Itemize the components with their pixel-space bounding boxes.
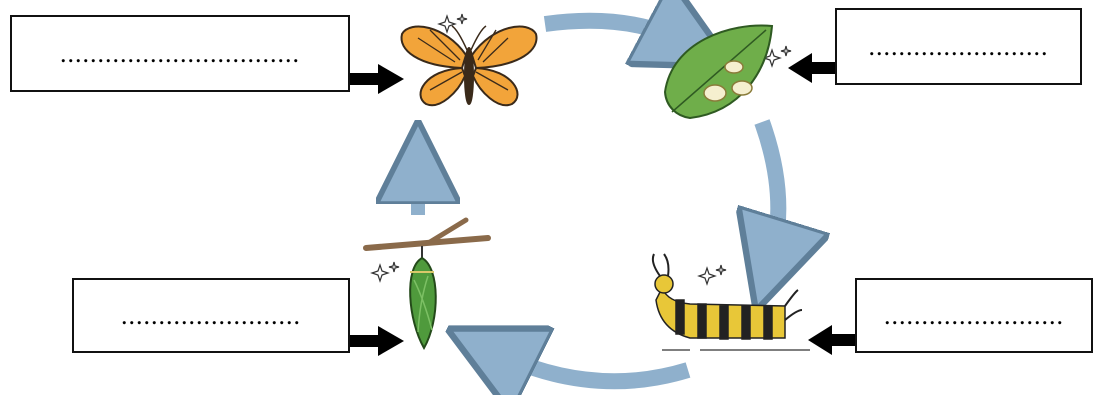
cycle-arrow-larva-to-pupa <box>490 350 688 381</box>
label-box-larva-text: ........................ <box>884 303 1064 329</box>
butterfly-icon <box>402 26 537 105</box>
pointer-arrow-pupa <box>350 326 404 356</box>
cycle-arrow-egg-to-larva <box>762 122 778 265</box>
label-box-larva[interactable]: ........................ <box>855 278 1093 353</box>
pointer-arrow-larva <box>808 325 858 355</box>
label-box-pupa[interactable]: ........................ <box>72 278 350 353</box>
label-box-egg-text: ........................ <box>869 34 1049 60</box>
pointer-arrow-adult <box>350 64 404 94</box>
cycle-arrow-adult-to-egg <box>545 21 690 44</box>
label-box-adult[interactable]: ................................ <box>10 15 350 92</box>
label-box-egg[interactable]: ........................ <box>835 8 1082 85</box>
pointer-arrow-egg <box>788 53 838 83</box>
chrysalis-icon <box>366 220 488 348</box>
label-box-pupa-text: ........................ <box>121 303 301 329</box>
caterpillar-icon <box>653 254 810 350</box>
label-box-adult-text: ................................ <box>60 41 300 67</box>
